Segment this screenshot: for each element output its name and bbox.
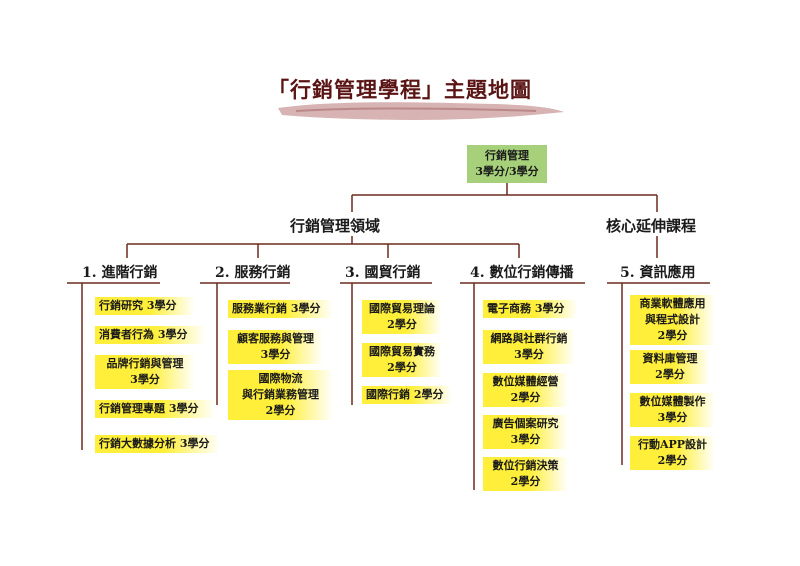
course-box: 網路與社群行銷 3學分 bbox=[483, 330, 575, 364]
course-box: 國際貿易理論 2學分 bbox=[362, 300, 442, 334]
category-trade-marketing: 3. 國貿行銷 bbox=[345, 265, 421, 281]
course-box: 國際行銷 2學分 bbox=[362, 386, 452, 404]
page-title: 「行銷管理學程」主題地圖 bbox=[268, 77, 532, 102]
course-box: 數位行銷決策 2學分 bbox=[483, 457, 568, 491]
course-box: 數位媒體經營 2學分 bbox=[483, 373, 568, 407]
course-box: 國際物流 與行銷業務管理 2學分 bbox=[228, 370, 333, 420]
course-box: 行銷管理專題 3學分 bbox=[95, 400, 215, 418]
category-advanced-marketing: 1. 進階行銷 bbox=[82, 265, 158, 281]
course-box: 品牌行銷與管理 3學分 bbox=[95, 355, 195, 389]
course-box: 消費者行為 3學分 bbox=[95, 326, 205, 344]
course-box: 服務業行銷 3學分 bbox=[228, 300, 333, 318]
root-course-box: 行銷管理 3學分/3學分 bbox=[467, 145, 547, 183]
root-course-credits: 3學分/3學分 bbox=[475, 165, 539, 178]
course-box: 電子商務 3學分 bbox=[483, 300, 578, 318]
course-box: 行銷研究 3學分 bbox=[95, 297, 195, 315]
category-digital-marketing: 4. 數位行銷傳播 bbox=[470, 265, 574, 281]
category-information-application: 5. 資訊應用 bbox=[620, 265, 696, 281]
course-box: 顧客服務與管理 3學分 bbox=[228, 330, 323, 364]
category-service-marketing: 2. 服務行銷 bbox=[215, 265, 291, 281]
course-box: 商業軟體應用 與程式設計 2學分 bbox=[630, 295, 715, 345]
root-course-name: 行銷管理 bbox=[485, 149, 529, 162]
course-box: 資料庫管理 2學分 bbox=[630, 350, 710, 384]
section-marketing-management: 行銷管理領域 bbox=[290, 217, 381, 235]
course-box: 行動APP設計 2學分 bbox=[630, 436, 715, 470]
course-box: 廣告個案研究 3學分 bbox=[483, 415, 568, 449]
brush-stroke-decoration bbox=[278, 102, 564, 120]
course-box: 國際貿易實務 2學分 bbox=[362, 343, 442, 377]
section-core-extension: 核心延伸課程 bbox=[606, 217, 697, 235]
course-box: 數位媒體製作 3學分 bbox=[630, 393, 715, 427]
course-box: 行銷大數據分析 3學分 bbox=[95, 435, 220, 453]
